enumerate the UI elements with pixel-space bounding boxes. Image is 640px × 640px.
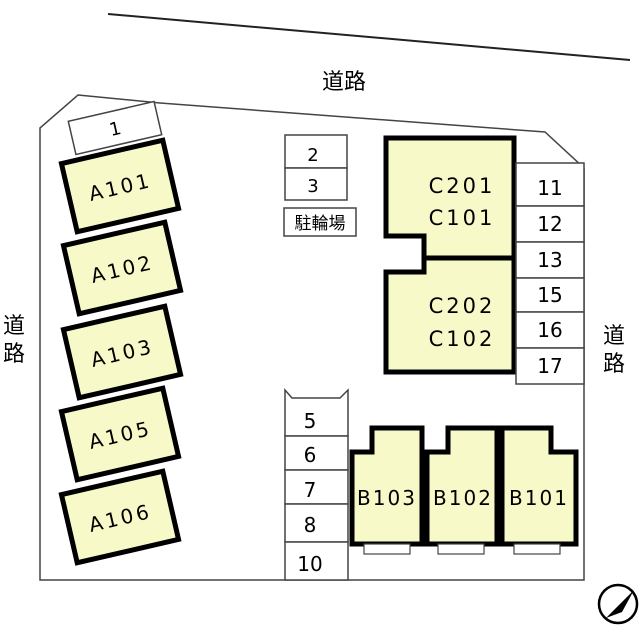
building-a103-box <box>60 303 184 401</box>
parking-space-7-label: 7 <box>304 478 317 502</box>
parking-space-12 <box>515 205 585 243</box>
parking-space-5-label: 5 <box>304 409 317 433</box>
building-b101-label: B101 <box>509 486 569 510</box>
parking-bottom-group: 5 6 7 8 10 <box>284 388 349 581</box>
parking-center-group: 2 3 <box>284 134 348 201</box>
bicycle-parking-label: 駐輪場 <box>295 214 346 234</box>
parking-right-group: 11 12 13 15 16 17 <box>515 162 585 385</box>
building-a105: A105 <box>58 385 182 483</box>
parking-space-6 <box>284 435 349 471</box>
building-b102: B102 <box>424 425 500 555</box>
parking-space-8-label: 8 <box>304 513 317 537</box>
parking-space-7 <box>284 469 349 505</box>
parking-space-17-label: 17 <box>537 354 562 378</box>
parking-space-10 <box>284 541 349 581</box>
parking-space-11 <box>515 162 585 207</box>
building-b103-label: B103 <box>357 486 417 510</box>
road-label-left: 道 路 <box>3 314 25 367</box>
road-label-right-char-1: 道 <box>603 324 625 349</box>
bicycle-parking-box <box>283 207 357 237</box>
building-c201-label: C201 <box>429 174 496 198</box>
parking-space-12-label: 12 <box>537 212 562 236</box>
building-b103-balcony <box>363 543 411 555</box>
parking-space-1-box <box>67 100 163 156</box>
parking-space-13-label: 13 <box>537 248 562 272</box>
building-a101-box <box>58 137 182 235</box>
building-a102: A102 <box>60 219 184 317</box>
building-b103-box <box>349 425 425 547</box>
road-label-top: 道路 <box>322 70 366 95</box>
parking-space-17 <box>515 347 585 385</box>
road-label-left-char-1: 道 <box>3 314 25 339</box>
building-b103: B103 <box>349 425 425 555</box>
parking-space-13 <box>515 241 585 279</box>
building-a102-box <box>60 219 184 317</box>
building-a103: A103 <box>60 303 184 401</box>
building-b101-box <box>499 425 579 547</box>
parking-space-10-label: 10 <box>297 552 322 576</box>
parking-space-8 <box>284 503 349 543</box>
road-label-left-char-2: 路 <box>3 342 25 367</box>
building-a106: A106 <box>58 468 182 566</box>
parking-space-1: 1 <box>67 100 163 156</box>
parking-space-2-label: 2 <box>307 145 318 166</box>
building-c-lower <box>383 255 517 375</box>
parking-space-16-label: 16 <box>537 318 562 342</box>
building-a106-box <box>58 468 182 566</box>
a-building-group: A101 A102 A103 A105 A106 <box>58 137 184 566</box>
building-b101-balcony <box>513 543 561 555</box>
road-label-right-char-2: 路 <box>603 352 625 377</box>
road-edge-line <box>107 13 631 61</box>
parking-space-1-label: 1 <box>107 118 123 141</box>
road-label-right: 道 路 <box>603 324 625 377</box>
building-b102-balcony <box>437 543 485 555</box>
parking-space-11-label: 11 <box>537 176 562 200</box>
parking-space-15 <box>515 277 585 313</box>
building-c102-label: C102 <box>429 327 496 351</box>
building-a105-box <box>58 385 182 483</box>
parking-space-3 <box>284 167 348 201</box>
building-b101: B101 <box>499 425 579 555</box>
parking-space-3-label: 3 <box>307 176 318 197</box>
building-a101: A101 <box>58 137 182 235</box>
parking-space-16 <box>515 311 585 349</box>
building-b102-label: B102 <box>433 486 493 510</box>
parking-space-6-label: 6 <box>304 443 317 467</box>
building-c202-label: C202 <box>429 294 496 318</box>
building-c: C201 C101 C202 C102 <box>383 135 517 375</box>
building-c101-label: C101 <box>429 206 496 230</box>
building-b102-box <box>424 425 500 547</box>
north-arrow-icon <box>597 583 639 625</box>
parking-space-15-label: 15 <box>537 283 562 307</box>
